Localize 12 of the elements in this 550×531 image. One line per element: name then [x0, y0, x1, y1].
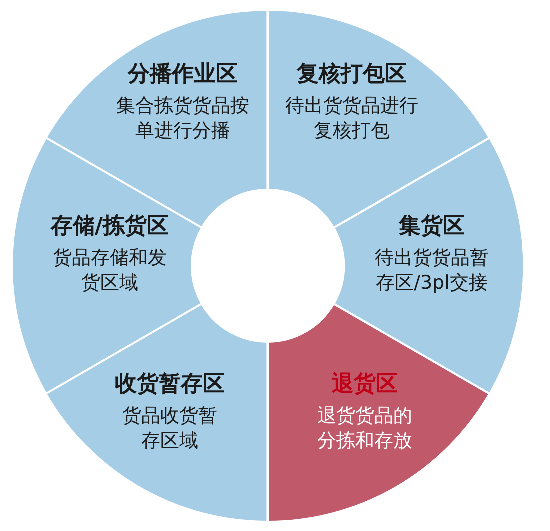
segment-text: 货品存储和发货区域: [52, 246, 168, 296]
segment-heading: 退货区: [331, 371, 399, 399]
segment-heading: 复核打包区: [296, 61, 408, 89]
segment-text: 集合拣货货品按单进行分播: [115, 94, 250, 144]
segment-heading: 收货暂存区: [114, 371, 226, 399]
segment-text: 待出货货品暂存区/3pl交接: [374, 246, 490, 296]
segment-heading: 分播作业区: [126, 61, 239, 89]
segment-heading: 集货区: [398, 213, 466, 241]
segment-text: 货品收货暂存区域: [121, 404, 218, 454]
segment-heading: 存储/拣货区: [50, 213, 170, 241]
segment-text: 待出货货品进行复核打包: [284, 94, 420, 144]
segment-text: 退货货品的分拣和存放: [316, 404, 414, 454]
